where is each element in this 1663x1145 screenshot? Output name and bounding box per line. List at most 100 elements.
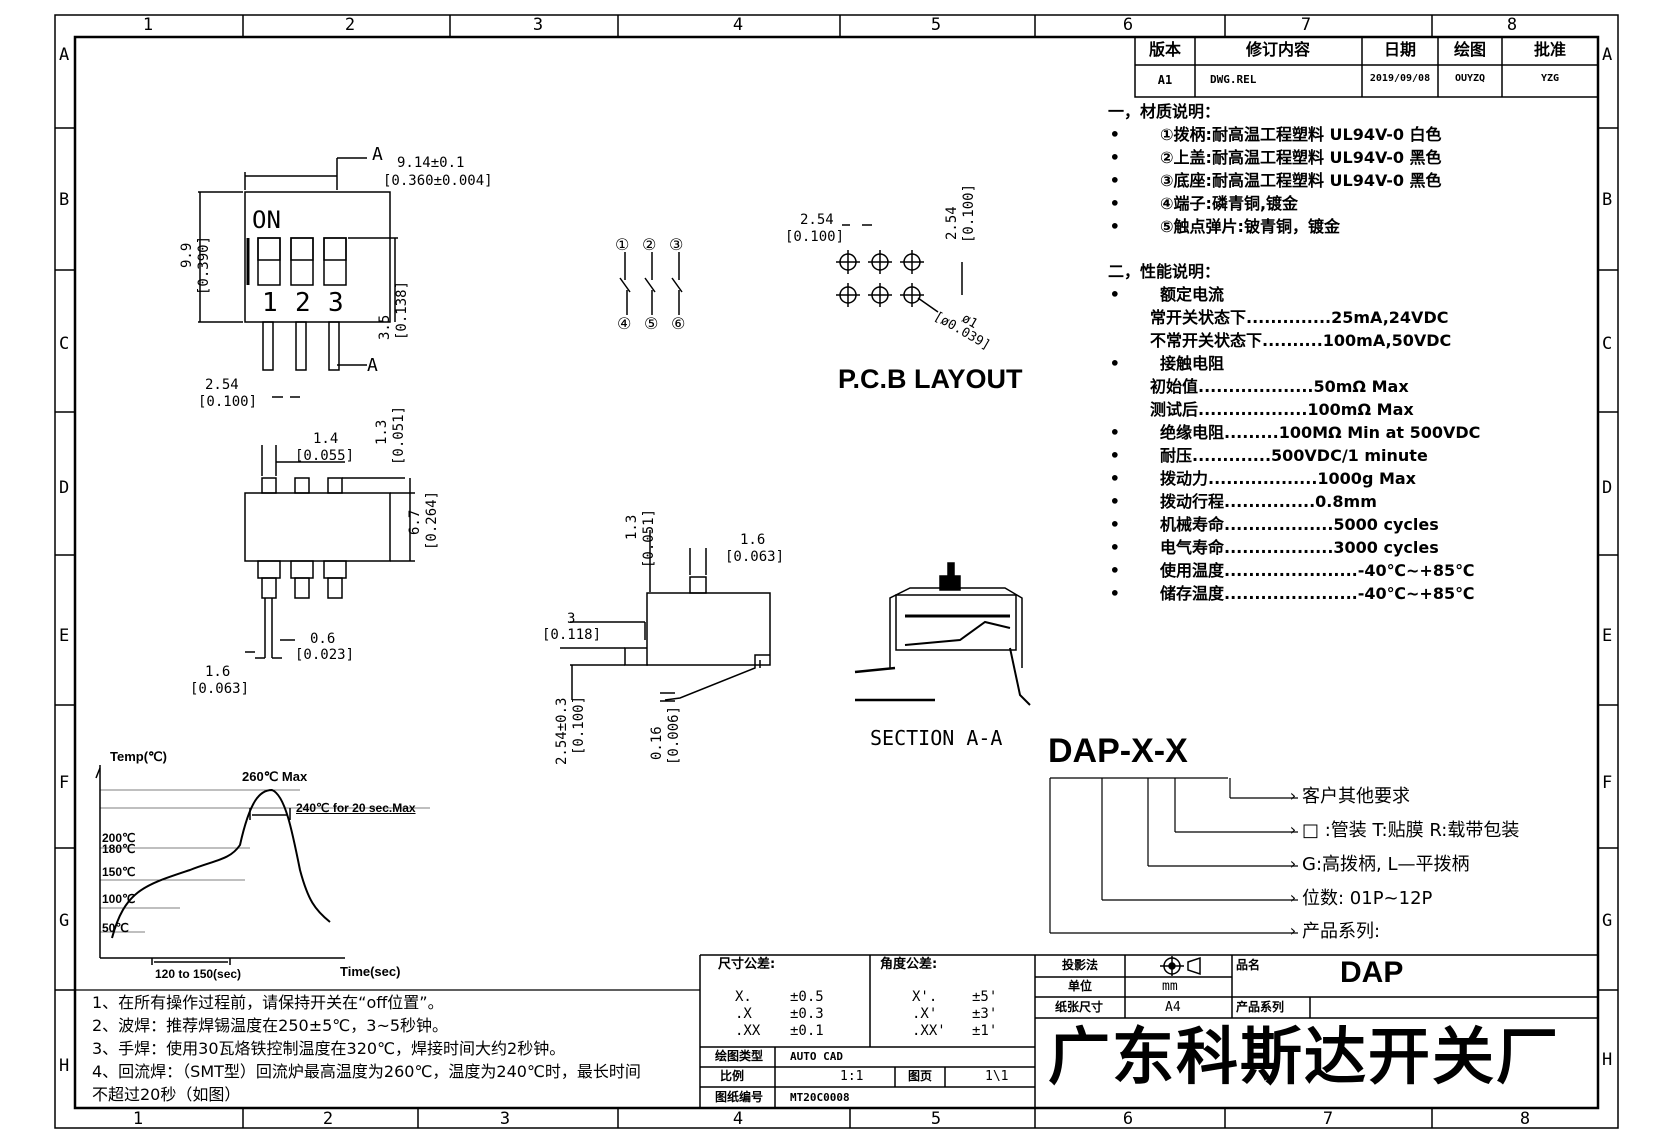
drawing-no-value: MT20C0008 [790,1091,850,1104]
reflow-hold: 240℃ for 20 sec.Max [296,801,416,815]
reflow-peak: 260℃ Max [242,769,308,784]
row-label-c2: C [1602,334,1613,354]
rated-line-1: 常开关状态下..............25mA,24VDC [1150,308,1449,327]
tol-dim-row-1a: X. [735,989,752,1005]
tol-dim-row-1b: ±0.5 [790,989,824,1005]
tol-ang-row-2a: .X' [912,1006,938,1022]
rev-header-approved: 批准 [1533,40,1567,59]
dim-6-7-in: [0.264] [424,490,440,550]
dim-height: 9.9 [179,242,195,268]
series-label: 产品系列 [1236,1000,1285,1014]
side-dim-2-54: 2.54±0.3 [554,697,570,765]
perf-item-3: 拨动力..................1000g Max [1160,469,1417,488]
materials-title: 一，材质说明： [1108,102,1221,121]
dim-3-5: 3.5 [377,314,393,340]
paper-value: A4 [1165,1000,1181,1015]
page-value: 1\1 [985,1069,1009,1084]
title-block-lines [699,954,1598,1108]
col-label-8: 8 [1506,15,1518,35]
code-note-1: 客户其他要求 [1302,786,1410,807]
col-label-4: 4 [732,15,744,35]
row-label-d: D [59,478,70,498]
col-label-5b: 5 [930,1109,942,1129]
col-label-7: 7 [1300,15,1312,35]
unit-label: 单位 [1068,979,1093,993]
rev-date: 2019/09/08 [1369,73,1431,84]
col-label-5: 5 [930,15,942,35]
row-label-a2: A [1602,45,1613,65]
perf-item-5: 机械寿命..................5000 cycles [1160,515,1439,534]
terminal-6: ⑥ [671,314,686,333]
perf-item-1: 绝缘电阻.........100MΩ Min at 500VDC [1160,423,1481,442]
name-value: DAP [1340,956,1404,989]
dim-3-5-in: [0.138] [394,280,410,340]
col-label-2b: 2 [322,1109,334,1129]
position-label-3: 3 [328,288,344,318]
outer-frame [54,14,1619,1129]
row-label-h2: H [1602,1050,1613,1070]
col-label-7b: 7 [1322,1109,1334,1129]
bullet: • [1110,423,1120,442]
side-dim-1-6: 1.6 [740,532,766,548]
tol-dim-label: 尺寸公差: [718,957,776,972]
bullet: • [1110,194,1120,213]
col-label-3: 3 [532,15,544,35]
note-5: 不超过20秒（如图） [92,1085,241,1104]
row-label-h: H [59,1056,70,1076]
contact-resistance-label: 接触电阻 [1160,354,1225,373]
row-label-b2: B [1602,190,1613,210]
tol-ang-row-3a: .XX' [912,1023,946,1039]
revision-table-lines [1134,36,1599,98]
rev-header-content: 修订内容 [1245,40,1311,59]
side-dim-0-16: 0.16 [649,726,665,760]
dim-0-6-in: [0.023] [295,647,355,663]
rated-line-2: 不常开关状态下..........100mA,50VDC [1150,331,1452,350]
reflow-preheat: 120 to 150(sec) [155,967,242,981]
reflow-chart [95,765,430,965]
dim-pitch: 2.54 [205,377,239,393]
front-view [244,445,415,659]
col-label-3b: 3 [499,1109,511,1129]
performance-title: 二，性能说明： [1108,262,1221,281]
software-value: AUTO CAD [790,1050,843,1063]
material-3: ③底座:耐高温工程塑料 UL94V-0 黑色 [1160,171,1442,190]
perf-item-2: 耐压.............500VDC/1 minute [1160,446,1428,465]
row-label-b: B [59,190,70,210]
dim-0-6: 0.6 [310,631,336,647]
bullet: • [1110,285,1120,304]
dim-pitch-in: [0.100] [198,394,258,410]
row-label-c: C [59,334,70,354]
perf-item-7: 使用温度......................-40℃~+85℃ [1160,561,1475,580]
note-3: 3、手焊：使用30瓦烙铁控制温度在320℃，焊接时间大约2秒钟。 [92,1039,566,1058]
zone-ticks [55,15,1618,1128]
reflow-temp-50: 50℃ [102,921,129,935]
note-1: 1、在所有操作过程前，请保持开关在“off位置”。 [92,993,444,1012]
tol-ang-label: 角度公差: [880,957,938,972]
scale-value: 1:1 [840,1069,864,1084]
col-label-2: 2 [344,15,356,35]
perf-item-6: 电气寿命..................3000 cycles [1160,538,1439,557]
part-code-tree [1049,777,1298,934]
row-label-e: E [59,626,70,646]
section-mark-bottom: A [367,355,378,376]
dim-1-6: 1.6 [205,664,231,680]
projection-label: 投影法 [1062,958,1099,972]
side-dim-1-3: 1.3 [624,514,640,540]
row-label-a: A [59,45,70,65]
dim-height-in: [0.390] [196,235,212,295]
name-label: 品名 [1236,958,1261,972]
dim-1-4: 1.4 [313,431,339,447]
drawing-no-label: 图纸编号 [715,1090,764,1104]
bullet: • [1110,561,1120,580]
reflow-temp-100: 100℃ [102,892,136,906]
code-note-2: □ :管装 T:贴膜 R:载带包装 [1302,820,1520,841]
row-label-g2: G [1602,911,1613,931]
bullet: • [1110,354,1120,373]
contact-line-1: 初始值...................50mΩ Max [1150,377,1409,396]
pcb-dim-v: 2.54 [944,206,960,240]
dim-1-3: 1.3 [374,419,390,445]
page-label: 图页 [908,1069,933,1083]
arrow: › [1288,820,1298,839]
side-dim-1-3-in: [0.051] [641,508,657,568]
side-dim-0-16-in: [0.006] [666,705,682,765]
